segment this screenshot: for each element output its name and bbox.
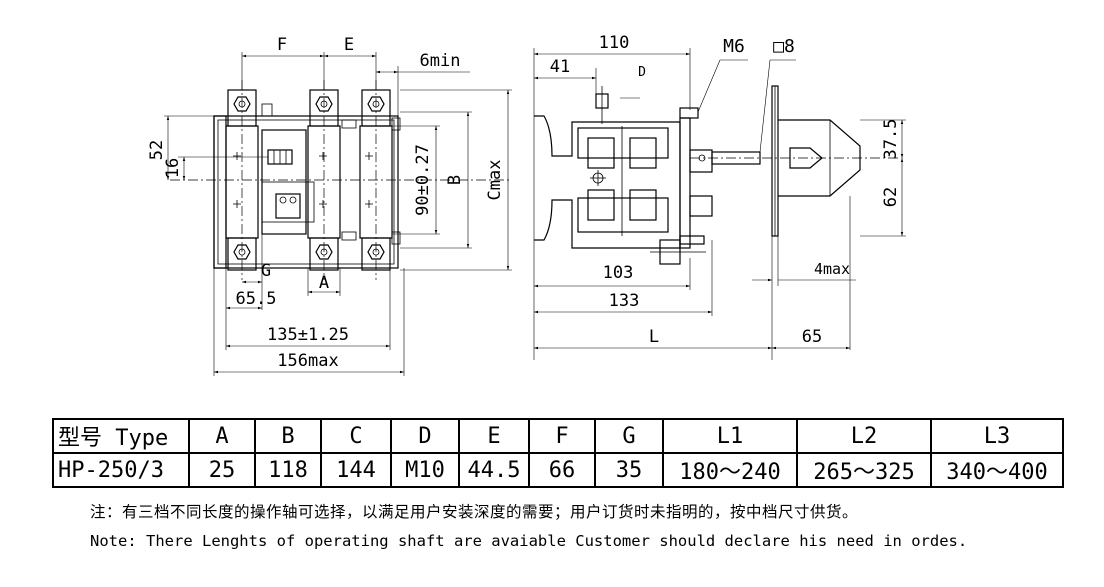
note-english: Note: There Lenghts of operating shaft a…	[90, 532, 968, 550]
dim-label-90: 90±0.27	[413, 144, 433, 216]
col-header-f: F	[528, 418, 596, 454]
dim-label-f: F	[277, 35, 287, 55]
side-view: 110 M6 □8 41 D 37.5 62 103 4max 133 L 65	[533, 33, 906, 360]
mounting-frame	[679, 117, 691, 249]
dim-label-133: 133	[609, 291, 640, 311]
dim-label-16: 16	[163, 158, 183, 178]
handle-knob-icon	[789, 147, 823, 169]
dim-label-52: 52	[147, 140, 167, 160]
dim-label-d: D	[638, 65, 646, 80]
aux-contact-block	[275, 193, 301, 219]
col-header-e: E	[458, 418, 530, 454]
cell-e: 44.5	[458, 452, 530, 488]
dim-label-135: 135±1.25	[267, 325, 349, 345]
col-header-a: A	[188, 418, 256, 454]
dim-label-41: 41	[550, 57, 570, 77]
cell-c: 144	[320, 452, 392, 488]
front-view: F E 6min 52 16 90±0.27 B Cmax G A 65.5 1…	[147, 35, 512, 376]
dim-label-6min: 6min	[420, 51, 461, 71]
dim-label-sq8: □8	[773, 36, 795, 57]
dim-label-l: L	[649, 327, 659, 347]
dim-label-37-5: 37.5	[881, 119, 901, 160]
left-flange	[213, 115, 227, 269]
cell-type: HP-250/3	[52, 452, 190, 488]
note-chinese: 注：有三档不同长度的操作轴可选择，以满足用户安装深度的需要；用户订货时未指明的，…	[90, 503, 859, 521]
cell-a: 25	[188, 452, 256, 488]
cell-f: 66	[528, 452, 596, 488]
terminal-nut-icons	[233, 96, 385, 260]
dim-label-62: 62	[881, 187, 901, 207]
dim-label-103: 103	[603, 263, 634, 283]
contact-blocks	[577, 126, 669, 236]
col-header-g: G	[594, 418, 664, 454]
col-header-b: B	[254, 418, 322, 454]
dim-label-110: 110	[599, 33, 630, 53]
dim-label-156max: 156max	[277, 351, 338, 371]
col-header-d: D	[390, 418, 460, 454]
cell-l1: 180～240	[662, 452, 798, 488]
cell-g: 35	[594, 452, 664, 488]
dim-label-g: G	[261, 261, 271, 281]
dim-label-4max: 4max	[814, 260, 850, 278]
dim-label-cmax: Cmax	[485, 160, 505, 201]
col-header-l3: L3	[930, 418, 1064, 454]
col-header-l2: L2	[796, 418, 932, 454]
dim-label-65: 65	[802, 327, 822, 347]
bolt-icons	[595, 86, 706, 265]
technical-drawing: F E 6min 52 16 90±0.27 B Cmax G A 65.5 1…	[147, 33, 906, 376]
dim-label-a: A	[319, 273, 329, 293]
cell-l2: 265～325	[796, 452, 932, 488]
dim-label-b: B	[445, 175, 465, 185]
handle-body	[778, 119, 861, 197]
spec-table: 型号 Type A B C D E F G L1 L2 L3 HP-250/3 …	[52, 418, 1064, 488]
dim-label-65-5: 65.5	[236, 289, 277, 309]
col-header-l1: L1	[662, 418, 798, 454]
terminal-plus-marks	[233, 152, 373, 208]
table-row: HP-250/3 25 118 144 M10 44.5 66 35 180～2…	[52, 452, 1064, 488]
col-header-type: 型号 Type	[52, 418, 190, 454]
cell-b: 118	[254, 452, 322, 488]
dim-label-m6: M6	[723, 36, 745, 57]
cell-d: M10	[390, 452, 460, 488]
dim-label-e: E	[344, 35, 354, 55]
col-header-c: C	[320, 418, 392, 454]
switch-side-profile	[534, 115, 681, 249]
cell-l3: 340～400	[930, 452, 1064, 488]
table-header-row: 型号 Type A B C D E F G L1 L2 L3	[52, 418, 1064, 454]
